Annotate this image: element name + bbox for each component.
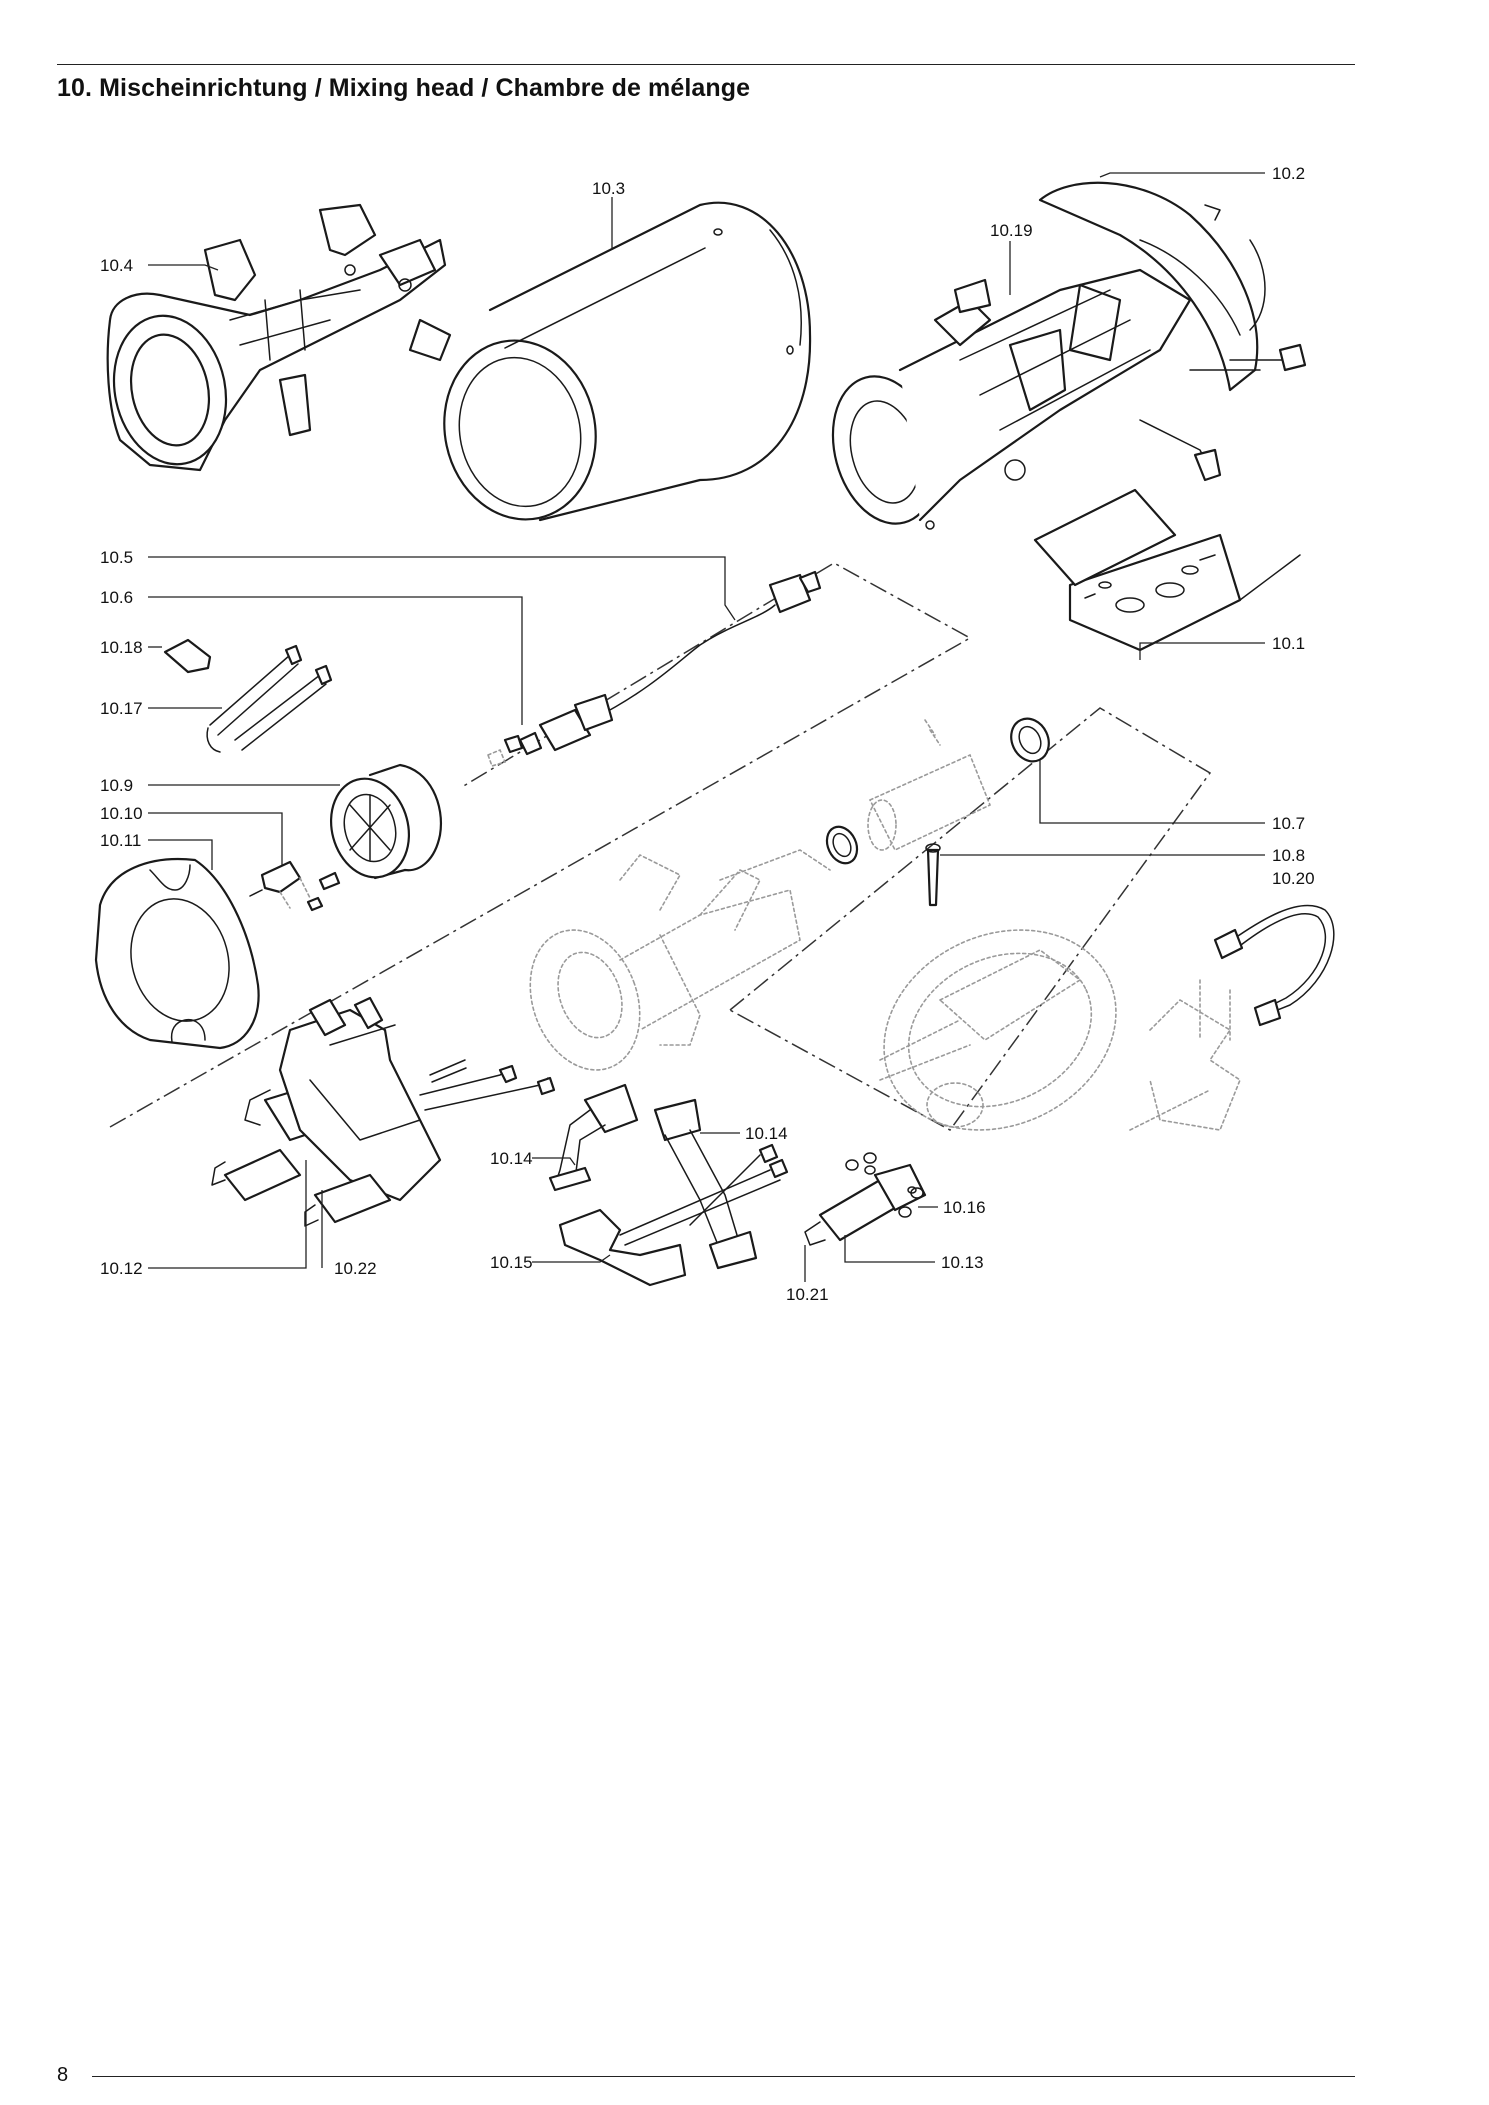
part-10-4-mixing-head-frame	[106, 203, 452, 472]
callout-10-12: 10.12	[100, 1259, 143, 1278]
footer-rule	[92, 2076, 1355, 2077]
callout-10-22: 10.22	[334, 1259, 377, 1278]
callout-10-7: 10.7	[1272, 814, 1305, 833]
callout-10-3: 10.3	[592, 179, 625, 198]
callout-10-1: 10.1	[1272, 634, 1305, 653]
callout-10-11: 10.11	[100, 831, 141, 850]
part-10-7-sealing-ring	[1010, 717, 1050, 763]
part-nozzle-tube-dotted	[867, 719, 992, 852]
page-title: 10. Mischeinrichtung / Mixing head / Cha…	[57, 74, 751, 102]
callout-10-14-right: 10.14	[745, 1124, 788, 1143]
part-10-14-ignition-bracket-left	[548, 1083, 639, 1192]
assembly-boundary-lines	[109, 562, 1212, 1131]
part-10-14-ignition-bracket-right	[653, 1098, 758, 1270]
part-10-1-spare-parts-box	[1033, 488, 1301, 652]
callout-10-21: 10.21	[786, 1285, 829, 1304]
callout-10-2: 10.2	[1272, 164, 1305, 183]
callout-10-8: 10.8	[1272, 846, 1305, 865]
part-10-15-ignition-bracket-lower	[558, 1143, 789, 1287]
part-10-2-complete-mixing-head	[831, 181, 1307, 530]
callout-leader-lines	[148, 172, 1265, 1282]
part-10-20-oil-hose	[1213, 904, 1335, 1027]
header-rule	[57, 64, 1355, 65]
callout-10-15: 10.15	[490, 1253, 533, 1272]
part-10-8-screw	[925, 843, 941, 907]
callout-10-18: 10.18	[100, 638, 143, 657]
callout-10-14-left: 10.14	[490, 1149, 533, 1168]
callout-10-13: 10.13	[941, 1253, 984, 1272]
part-10-9-stabilizer-disc	[329, 763, 443, 880]
callout-10-10: 10.10	[100, 804, 143, 823]
page-number: 8	[57, 2064, 69, 2086]
callout-10-20: 10.20	[1272, 869, 1315, 888]
part-10-17-ignition-electrodes	[206, 644, 333, 753]
part-10-12-nozzle-holder-assembly	[211, 996, 556, 1227]
part-10-11-flange-plate	[94, 858, 260, 1050]
part-10-16-o-rings	[845, 1152, 924, 1218]
callout-labels: 10.2 10.3 10.19 10.4 10.5 10.6 10.1 10.1…	[100, 164, 1315, 1304]
callout-10-17: 10.17	[100, 699, 143, 718]
part-10-6-nozzle-fittings	[486, 693, 614, 767]
part-10-5-ignition-cable	[594, 570, 822, 719]
part-10-3-casing-cylinder	[443, 201, 812, 522]
callout-10-4: 10.4	[100, 256, 133, 275]
callout-10-16: 10.16	[943, 1198, 986, 1217]
part-10-10-bracket-screws	[249, 860, 341, 912]
callout-10-19: 10.19	[990, 221, 1033, 240]
callout-10-9: 10.9	[100, 776, 133, 795]
ghost-assembly-dotted	[529, 849, 1241, 1131]
callout-10-5: 10.5	[100, 548, 133, 567]
part-ring-small	[825, 825, 859, 865]
part-10-18-bracket	[163, 638, 212, 674]
part-10-13-nozzle-assembly	[804, 1163, 927, 1246]
callout-10-6: 10.6	[100, 588, 133, 607]
